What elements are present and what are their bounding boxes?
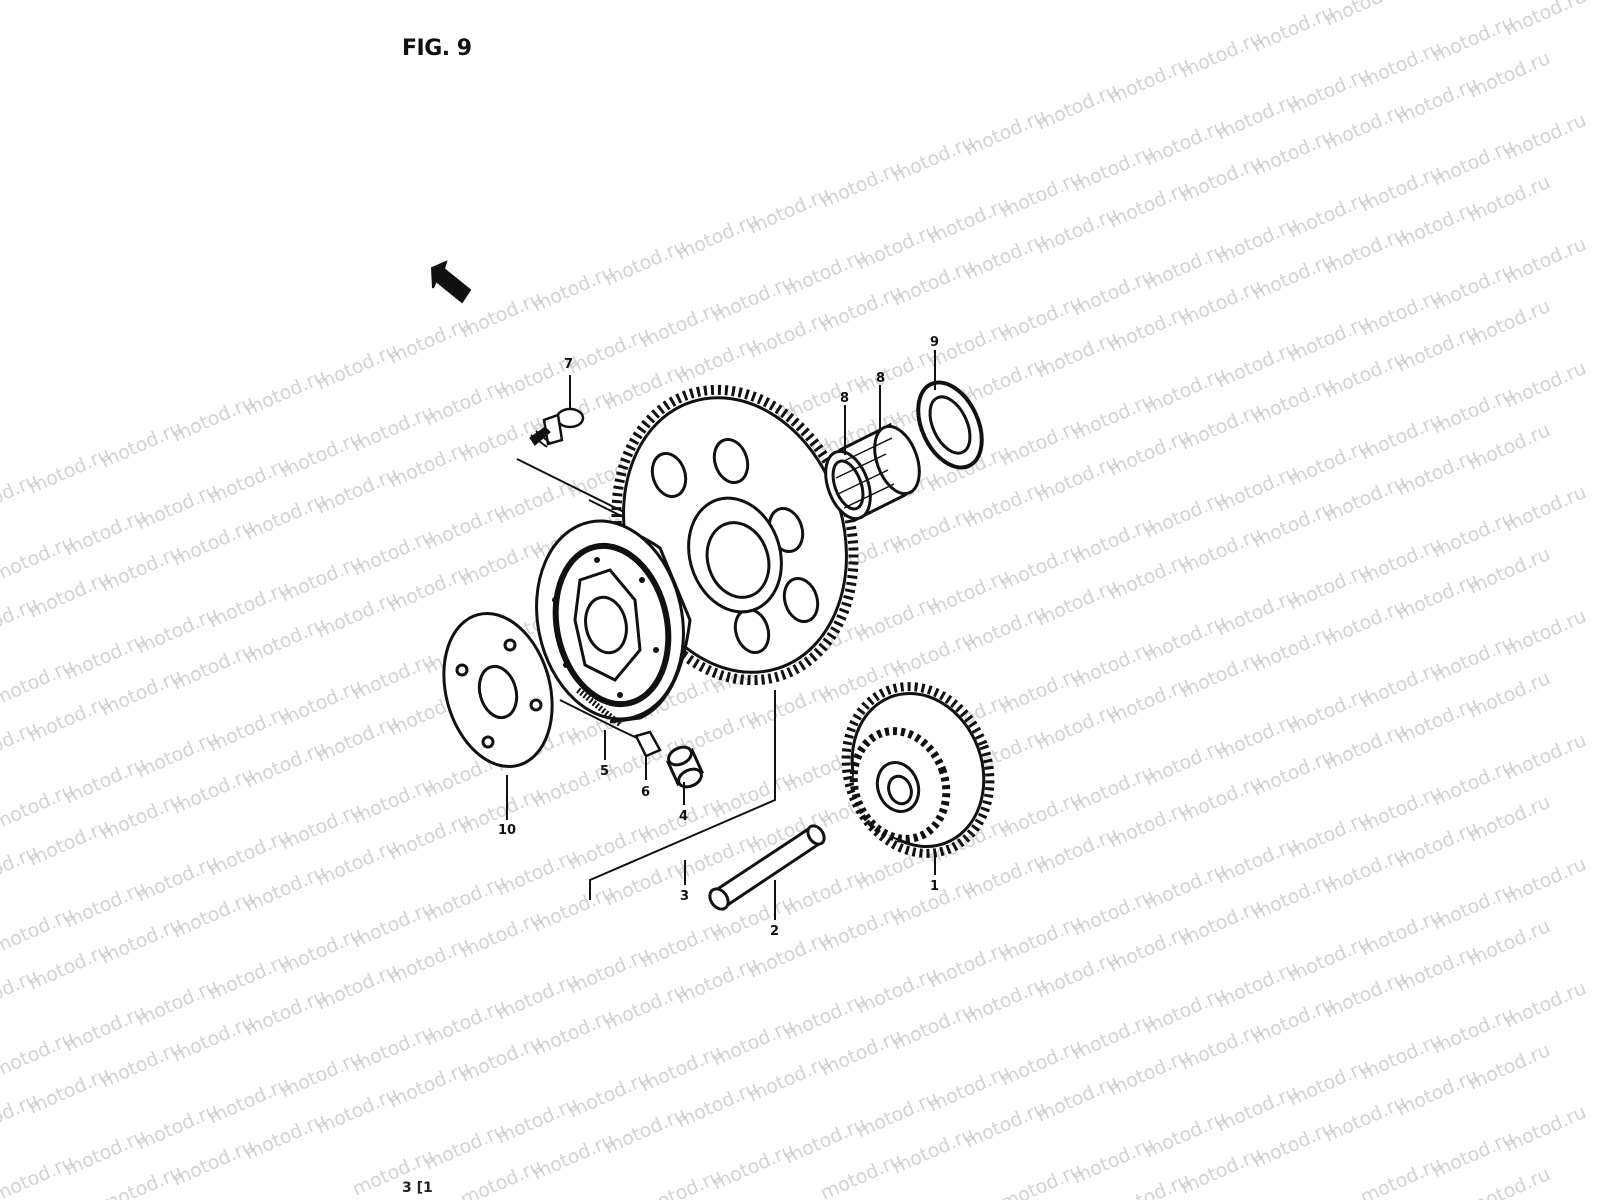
watermark-text: motod.ru <box>1465 171 1554 227</box>
watermark-text: motod.ru <box>1465 1039 1554 1095</box>
watermark-text: motod.ru <box>1465 295 1554 351</box>
watermark-text: motod.ru <box>1465 1163 1554 1200</box>
callout-6: 6 <box>641 785 650 800</box>
watermark-text: motod.ru <box>1501 481 1590 537</box>
callout-9: 9 <box>930 335 939 350</box>
part-idle-gear-shaft <box>708 824 826 911</box>
part-bolt <box>529 407 585 448</box>
part-roller <box>666 745 704 789</box>
watermark-text: motod.ru <box>97 1161 186 1200</box>
corner-mark: 3 [1 <box>402 1180 433 1196</box>
figure-title: FIG. 9 <box>402 36 472 61</box>
watermark-text: motod.ru <box>1501 109 1590 165</box>
front-direction-arrow-icon <box>430 260 472 304</box>
part-cover-plate <box>442 611 554 769</box>
part-spring-cap <box>634 730 662 758</box>
part-spring <box>576 687 623 728</box>
watermark-text: motod.ru <box>1501 233 1590 289</box>
watermark-text: motod.ru <box>1501 1101 1590 1157</box>
callout-1: 1 <box>930 879 939 894</box>
watermark-text: motod.ru <box>1501 853 1590 909</box>
callout-2: 2 <box>770 924 779 939</box>
watermark-text: motod.ru <box>997 1159 1086 1200</box>
watermark-text: motod.ru <box>1465 791 1554 847</box>
watermark-text: motod.ru <box>1465 667 1554 723</box>
watermark-text: motod.ru <box>1465 47 1554 103</box>
callout-5: 5 <box>600 764 609 779</box>
watermark-text: motod.ru <box>1501 729 1590 785</box>
callout-4: 4 <box>679 809 688 824</box>
callout-10: 10 <box>498 823 516 838</box>
watermark-text: motod.ru <box>1501 605 1590 661</box>
callout-8b: 8 <box>876 371 885 386</box>
leader-lines <box>506 350 936 920</box>
part-thrust-washer <box>916 380 984 470</box>
callout-7: 7 <box>564 357 573 372</box>
watermark-text: motod.ru <box>1465 915 1554 971</box>
watermark-text: motod.ru <box>457 1155 546 1200</box>
part-starter-clutch <box>535 519 692 724</box>
part-needle-bearings <box>824 422 921 523</box>
watermark-text: motod.ru <box>1501 977 1590 1033</box>
part-idle-gear <box>841 682 995 858</box>
watermark-text: motod.ru <box>1465 419 1554 475</box>
callout-labels: 7 8 8 9 10 5 6 4 3 2 1 <box>498 335 939 939</box>
watermark-text: motod.ru <box>1465 543 1554 599</box>
watermark-text: motod.ru <box>1393 0 1482 5</box>
watermark-text: motod.ru <box>1501 0 1590 41</box>
watermark-text: motod.ru <box>1321 0 1410 31</box>
callout-3: 3 <box>680 889 689 904</box>
watermark-text: motod.ru <box>1501 357 1590 413</box>
callout-8a: 8 <box>840 391 849 406</box>
